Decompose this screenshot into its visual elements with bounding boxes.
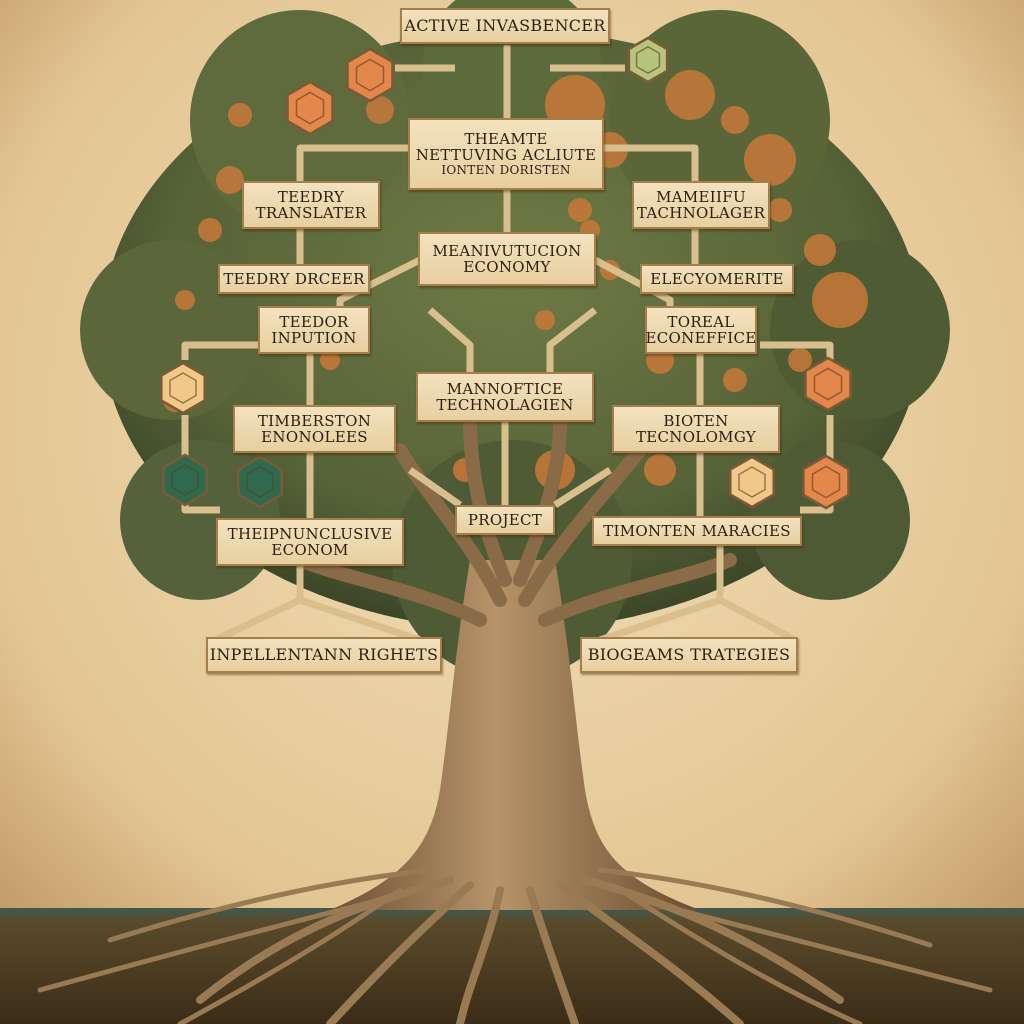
tree-branches [293,413,737,627]
root [37,897,383,993]
root [526,886,579,1024]
label-teedor-inpution: TEEDOR INPUTION [258,306,370,354]
hex-icon-cream-right [729,455,775,509]
fruit [723,368,747,392]
label-meanivutucion-economy: MEANIVUTUCION ECONOMY [418,232,596,286]
fruit [198,218,222,242]
root [617,887,863,1024]
label-bioten-tecnolomgy: BIOTEN TECNOLOMGY [612,405,780,453]
label-teedry-translater: TEEDRY TRANSLATER [242,181,380,229]
fruit [744,134,796,186]
fruit [320,350,340,370]
tree-trunk [330,560,700,910]
root [556,881,744,1024]
label-teedry-drceer: TEEDRY DRCEER [218,264,370,294]
root [637,897,993,993]
fruit [228,103,252,127]
root [456,886,504,1024]
root [581,876,844,1004]
hex-icon-circuit-top-right [627,36,669,84]
fruit [535,310,555,330]
fruit [788,348,812,372]
hex-icon-orange-top-left [346,47,394,103]
label-biogeams-trategies: BIOGEAMS TRATEGIES [580,637,798,673]
label-mannoftice-technolagien: MANNOFTICE TECHNOLAGIEN [416,372,594,422]
label-inpellentann-righets: INPELLENTANN RIGHETS [206,637,442,673]
fruit [812,272,868,328]
hex-icon-green-left [237,455,283,509]
label-timberston-enonolees: TIMBERSTON ENONOLEES [233,405,396,453]
label-active-invasbencer: ACTIVE INVASBENCER [400,8,610,44]
fruit [665,70,715,120]
label-toreal-econeffice: TOREAL ECONEFFICE [645,306,757,354]
hex-icon-orange-left [286,80,334,136]
fruit [768,198,792,222]
fruit [175,290,195,310]
fruit [366,96,394,124]
label-mameiifu-tachnolager: MAMEIIFU TACHNOLAGER [632,181,770,229]
fruit [804,234,836,266]
root [196,876,454,1004]
hex-icon-orange-right-lower [802,454,850,510]
root [597,867,933,948]
label-elecyomerite: ELECYOMERITE [640,264,794,294]
label-timonten-maracies: TIMONTEN MARACIES [592,516,802,546]
root [326,881,474,1024]
label-theamte: THEAMTE NETTUVING ACLIUTE IONTEN DORISTE… [408,118,604,190]
tree-roots [37,867,993,1024]
ground-soil [0,908,1024,1024]
fruit [721,106,749,134]
label-theipnunclusive-econom: THEIPNUNCLUSIVE ECONOM [216,518,404,566]
fruit [216,166,244,194]
fruit [568,198,592,222]
hex-icon-green-circuit-left [162,453,208,507]
hex-icon-cream-left [160,361,206,415]
hex-icon-orange-right [804,356,852,412]
fruit [644,454,676,486]
root [177,887,403,1024]
root [107,867,433,943]
label-project: PROJECT [455,505,555,535]
